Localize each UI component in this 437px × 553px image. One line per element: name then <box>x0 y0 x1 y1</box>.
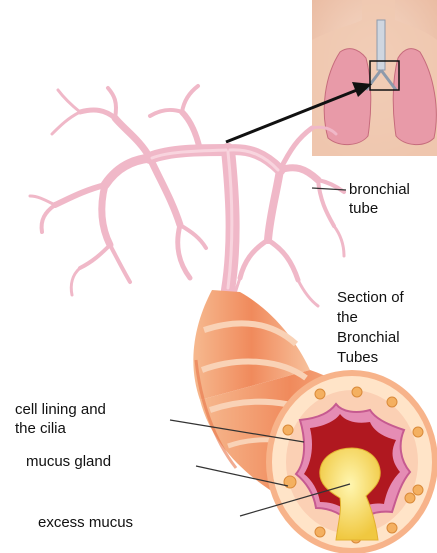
label-section-line1: Section of <box>337 288 404 308</box>
label-cell-line1: cell lining and <box>15 400 106 419</box>
bronchial-tree-highlight <box>152 150 278 288</box>
label-section-line3: Bronchial <box>337 328 404 348</box>
label-section-title: Section of the Bronchial Tubes <box>337 288 404 368</box>
label-bronchial-line2: tube <box>349 199 410 218</box>
bronchial-tree <box>30 86 344 312</box>
label-bronchial-tube: bronchial tube <box>349 180 410 218</box>
label-section-line4: Tubes <box>337 348 404 368</box>
torso-inset <box>312 0 437 156</box>
label-cell-line2: the cilia <box>15 419 106 438</box>
label-bronchial-line1: bronchial <box>349 180 410 199</box>
label-excess-mucus: excess mucus <box>38 513 133 532</box>
label-mucus-gland: mucus gland <box>26 452 111 471</box>
label-cell-lining: cell lining and the cilia <box>15 400 106 438</box>
label-section-line2: the <box>337 308 404 328</box>
